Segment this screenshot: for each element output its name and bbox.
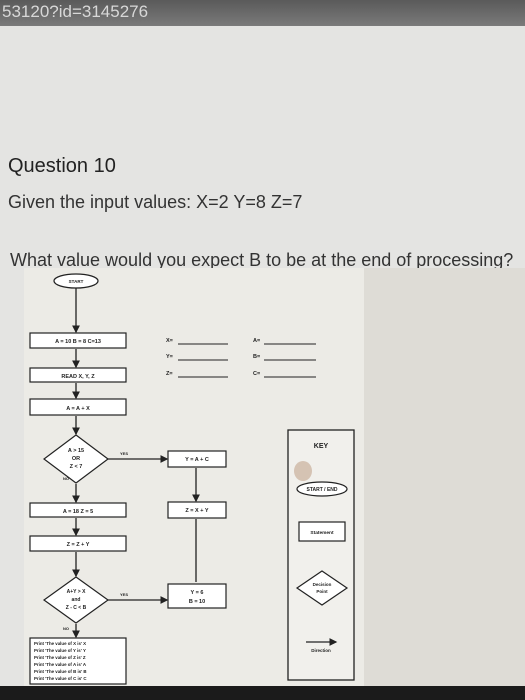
decision-1-line-3: Z < 7 xyxy=(70,464,83,470)
decision-2-line-1: A+Y > X xyxy=(67,589,86,595)
assign-a-box xyxy=(29,398,127,416)
fingerprint-smudge xyxy=(294,461,312,481)
mid-statement: Z = X + Y xyxy=(185,508,208,514)
answer-a-label: A= xyxy=(253,338,260,344)
print-line-c: Print 'The value of C is' C xyxy=(34,676,87,681)
no-1-statement: A = 18 Z = 5 xyxy=(63,509,93,515)
yes-1-statement-box xyxy=(167,450,227,468)
print-statement-box xyxy=(29,637,127,685)
key-decision-line-2: Point xyxy=(316,589,328,594)
decision-1-line-2: OR xyxy=(72,456,80,462)
browser-address-bar: 53120?id=3145276 xyxy=(0,0,525,26)
mid-statement-box xyxy=(167,501,227,519)
url-text: 53120?id=3145276 xyxy=(2,2,149,21)
key-direction-label: Direction xyxy=(311,648,331,653)
start-oval xyxy=(53,273,99,289)
decision-1-line-1: A > 15 xyxy=(68,448,84,454)
read-statement-box xyxy=(29,367,127,383)
yes-2-line-2: B = 10 xyxy=(189,599,205,605)
read-statement: READ X, Y, Z xyxy=(61,374,95,380)
answer-b-label: B= xyxy=(253,354,260,360)
start-label: START xyxy=(69,279,84,284)
screen-bottom-edge xyxy=(0,686,525,700)
decision-1-diamond xyxy=(43,434,109,484)
decision-1-no: NO xyxy=(63,476,69,481)
yes-2-statement-box xyxy=(167,583,227,609)
decision-2-no: NO xyxy=(63,626,69,631)
decision-1-yes: YES xyxy=(120,451,128,456)
answer-c-label: C= xyxy=(253,371,260,377)
init-statement-box xyxy=(29,332,127,349)
no-1-statement-box xyxy=(29,502,127,518)
yes-1-statement: Y = A + C xyxy=(185,457,209,463)
question-given-values: Given the input values: X=2 Y=8 Z=7 xyxy=(8,192,303,212)
print-line-a: Print 'The value of A is' A xyxy=(34,662,87,667)
decision-2-line-2: and xyxy=(72,597,81,603)
assign-a-statement: A = A + X xyxy=(66,406,90,412)
print-line-x: Print 'The value of X is' X xyxy=(34,641,86,646)
init-statement: A = 10 B = 8 C=13 xyxy=(55,339,101,345)
decision-2-line-3: Z - C < B xyxy=(66,605,87,611)
key-decision-diamond xyxy=(295,570,349,606)
print-line-b: Print 'The value of B is' B xyxy=(34,669,87,674)
flow-connectors xyxy=(72,288,200,639)
assign-z-statement: Z = Z + Y xyxy=(67,542,90,548)
print-line-y: Print 'The value of Y is' Y xyxy=(34,648,86,653)
answer-x-label: X= xyxy=(166,338,173,344)
key-box xyxy=(287,429,355,681)
decision-2-diamond xyxy=(42,576,110,624)
yes-2-line-1: Y = 6 xyxy=(191,590,204,596)
key-statement-label: Statement xyxy=(310,530,334,536)
key-title: KEY xyxy=(314,443,329,450)
decision-2-yes: YES xyxy=(120,592,128,597)
answer-z-label: Z= xyxy=(166,371,173,377)
print-line-z: Print 'The value of Z is' Z xyxy=(34,655,86,660)
assign-z-box xyxy=(29,535,127,552)
question-prompt: What value would you expect B to be at t… xyxy=(10,250,514,270)
question-title: Question 10 xyxy=(8,155,116,177)
key-statement-box xyxy=(298,521,346,542)
key-decision-line-1: Decision xyxy=(313,582,332,587)
key-start-end-label: START / END xyxy=(306,487,337,493)
key-panel-background xyxy=(364,268,525,700)
key-start-end-oval xyxy=(296,481,348,497)
answer-y-label: Y= xyxy=(166,354,173,360)
